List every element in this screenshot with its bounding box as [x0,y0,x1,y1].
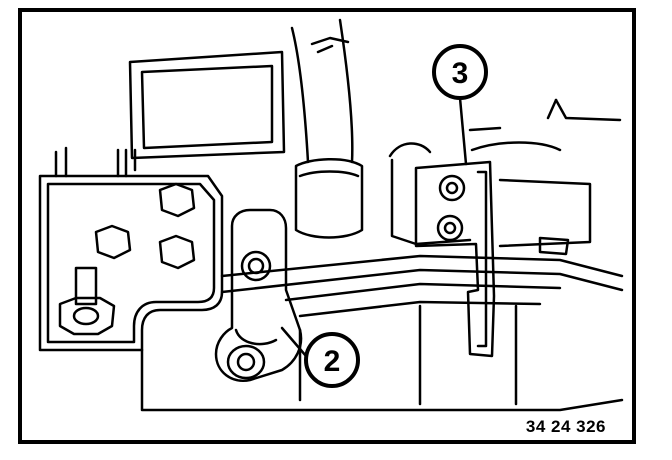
callout-3-circle [432,44,488,100]
callout-2-circle [304,332,360,388]
callout-2: 2 [304,332,360,388]
figure-number: 34 24 326 [526,417,606,436]
figure-frame [18,8,636,444]
callout-3-label: 3 [452,57,469,90]
callout-2-label: 2 [324,345,341,378]
mechanical-drawing [38,18,624,412]
callout-3: 3 [432,44,488,100]
